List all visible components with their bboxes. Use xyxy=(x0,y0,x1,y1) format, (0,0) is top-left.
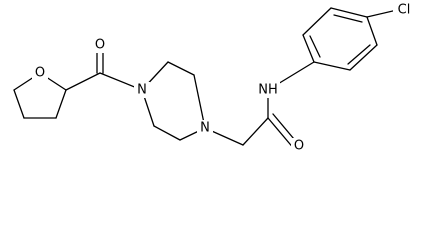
acetamide-linker xyxy=(204,61,315,151)
bond-ar-4 xyxy=(366,16,378,46)
bond-pip-2 xyxy=(167,61,195,76)
bond-ar-5-inner xyxy=(347,44,371,65)
bond-thf-c2-c3 xyxy=(55,89,67,119)
bond-thf-c4-c5 xyxy=(13,89,25,119)
bond-c2-carbonyl xyxy=(65,72,101,91)
amide-nh-label: NH xyxy=(258,83,278,98)
ring-oxygen-label: O xyxy=(35,66,45,81)
piperazine-ring xyxy=(141,61,206,141)
piperazine-n-left-label: N xyxy=(137,83,147,98)
chlorophenyl-ring xyxy=(302,7,398,71)
bond-ar-3-inner xyxy=(333,14,363,23)
chemical-structure: O O N N NH O Cl xyxy=(13,2,415,154)
bond-ar-3 xyxy=(330,7,368,18)
bond-pip-3 xyxy=(193,74,206,129)
tetrahydrofuran-ring xyxy=(13,72,67,119)
chlorine-label: Cl xyxy=(398,3,411,18)
bond-pip-5 xyxy=(153,125,181,141)
bond-ar-1-inner xyxy=(309,35,321,58)
carbonyl-oxygen-bottom-label: O xyxy=(294,139,304,154)
atom-labels: O O N N NH O Cl xyxy=(32,2,415,154)
bond-c-o-double-a xyxy=(267,117,296,151)
bond-ar-5 xyxy=(349,44,378,71)
bond-ar-2 xyxy=(302,7,332,36)
bond-ar-1 xyxy=(302,34,315,63)
bond-ar-cl xyxy=(366,9,398,18)
bond-ar-6 xyxy=(313,61,351,71)
carbonyl-oxygen-top-label: O xyxy=(95,38,105,53)
piperazine-n-right-label: N xyxy=(200,121,210,136)
bond-ch2-c xyxy=(242,117,269,146)
